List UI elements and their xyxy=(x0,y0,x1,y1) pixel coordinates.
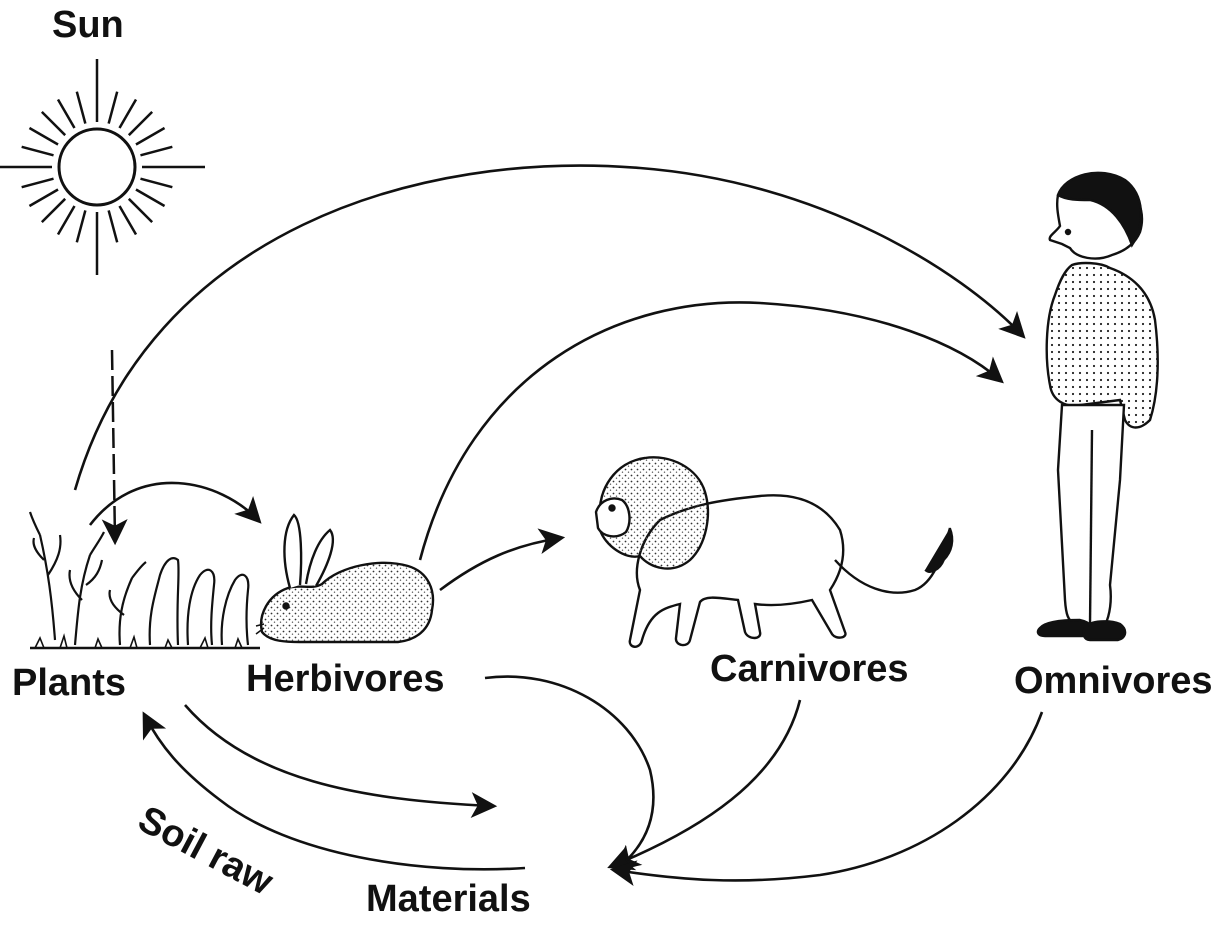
arrow-plants-to-materials xyxy=(185,705,492,806)
sunlight-arrow xyxy=(112,350,115,540)
arrows xyxy=(75,166,1042,881)
label-sun: Sun xyxy=(52,6,124,44)
sun-ray xyxy=(140,179,172,188)
label-omnivores: Omnivores xyxy=(1014,662,1213,700)
sun-ray xyxy=(58,99,75,128)
arrow-omnivores-to-materials xyxy=(615,712,1042,880)
sun-ray xyxy=(29,190,58,207)
sun-ray xyxy=(129,199,152,222)
sun-ray xyxy=(136,128,165,145)
arrow-plants-to-omnivores xyxy=(75,166,1022,490)
sun-ray xyxy=(22,147,54,156)
sun-ray xyxy=(77,92,86,124)
arrow-herbivores-to-carnivores xyxy=(440,538,560,590)
sun-ray xyxy=(42,112,65,135)
label-carnivores: Carnivores xyxy=(710,650,909,688)
rabbit-illustration xyxy=(256,515,433,642)
sun-ray xyxy=(109,210,118,242)
man-illustration xyxy=(1038,173,1158,640)
label-materials: Materials xyxy=(366,880,531,918)
sun-ray xyxy=(58,206,75,235)
lion-illustration xyxy=(596,457,952,646)
sun-ray xyxy=(109,92,118,124)
sun-icon xyxy=(0,59,205,275)
sun-ray xyxy=(140,147,172,156)
plants-illustration xyxy=(30,512,260,648)
sun-ray xyxy=(29,128,58,145)
label-herbivores: Herbivores xyxy=(246,660,445,698)
sun-ray xyxy=(129,112,152,135)
sun-ray xyxy=(120,206,137,235)
arrow-herbivores-to-materials xyxy=(485,677,653,868)
sun-ray xyxy=(77,210,86,242)
sun-ray xyxy=(136,190,165,207)
sun-ray xyxy=(120,99,137,128)
label-plants: Plants xyxy=(12,664,126,702)
sun-ray xyxy=(22,179,54,188)
sun-ray xyxy=(42,199,65,222)
